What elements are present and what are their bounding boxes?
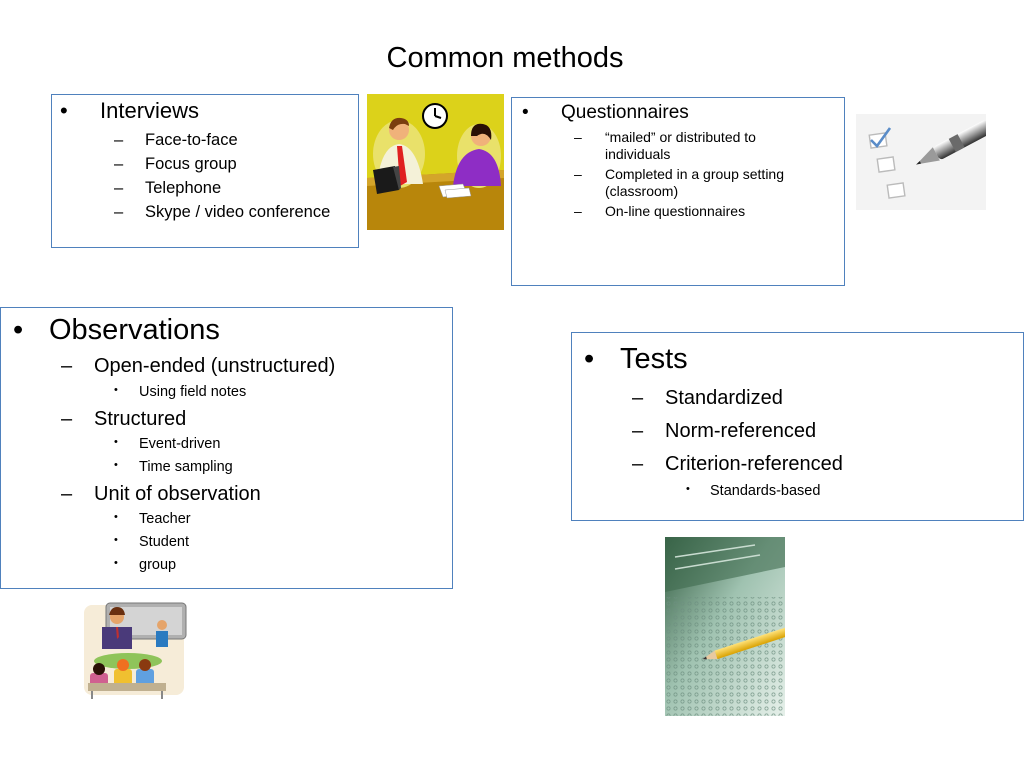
bullet-marker: • <box>60 98 68 123</box>
dash-marker: – <box>114 203 124 221</box>
interviews-item: Telephone <box>145 179 222 197</box>
tests-item: Criterion-referenced <box>665 453 843 475</box>
tests-item: Norm-referenced <box>665 420 817 442</box>
questionnaires-heading: Questionnaires <box>561 102 689 123</box>
interview-clipart <box>367 94 504 230</box>
tests-item: Standardized <box>665 387 783 409</box>
tests-heading: Tests <box>620 343 688 375</box>
tests-box: • Tests – Standardized – Norm-referenced… <box>571 332 1024 521</box>
bullet-marker: • <box>114 384 118 396</box>
bullet-marker: • <box>114 534 118 546</box>
dash-marker: – <box>114 155 124 173</box>
bullet-marker: • <box>13 314 24 346</box>
questionnaires-item: On-line questionnaires <box>605 203 746 219</box>
dash-marker: – <box>632 420 644 442</box>
questionnaires-item: Completed in a group setting <box>605 166 784 182</box>
observations-subitem: Teacher <box>139 511 191 527</box>
dash-marker: – <box>632 453 644 475</box>
observations-subitem: Time sampling <box>139 459 233 475</box>
observations-box: • Observations – Open-ended (unstructure… <box>0 307 453 589</box>
dash-marker: – <box>574 203 582 219</box>
questionnaires-box: • Questionnaires – “mailed” or distribut… <box>511 97 845 286</box>
interviews-item: Face-to-face <box>145 131 238 149</box>
bullet-marker: • <box>114 459 118 471</box>
dash-marker: – <box>61 408 73 430</box>
interviews-box: • Interviews – Face-to-face – Focus grou… <box>51 94 359 248</box>
bullet-marker: • <box>114 511 118 523</box>
bullet-marker: • <box>686 483 690 495</box>
observations-subitem: group <box>139 557 177 573</box>
questionnaires-item-cont: (classroom) <box>605 183 679 199</box>
bullet-marker: • <box>114 436 118 448</box>
observations-group: Open-ended (unstructured) <box>94 355 336 377</box>
interviews-item: Skype / video conference <box>145 203 331 221</box>
observations-heading: Observations <box>49 314 220 346</box>
interviews-heading: Interviews <box>100 98 200 123</box>
tests-subitem: Standards-based <box>710 483 821 499</box>
dash-marker: – <box>574 166 582 182</box>
observations-group: Structured <box>94 408 187 430</box>
checklist-pen-clipart <box>856 114 986 210</box>
bullet-marker: • <box>114 557 118 569</box>
dash-marker: – <box>114 131 124 149</box>
questionnaires-item-cont: individuals <box>605 146 671 162</box>
observations-subitem: Using field notes <box>139 384 247 400</box>
observations-subitem: Student <box>139 534 189 550</box>
slide-title: Common methods <box>386 42 624 74</box>
classroom-clipart <box>84 602 187 699</box>
interviews-item: Focus group <box>145 155 237 173</box>
observations-group: Unit of observation <box>94 483 261 505</box>
questionnaires-item: “mailed” or distributed to <box>605 129 756 145</box>
answer-sheet-photo <box>665 537 785 716</box>
dash-marker: – <box>61 483 73 505</box>
dash-marker: – <box>114 179 124 197</box>
observations-subitem: Event-driven <box>139 436 221 452</box>
bullet-marker: • <box>584 343 595 375</box>
dash-marker: – <box>574 129 582 145</box>
dash-marker: – <box>61 355 73 377</box>
dash-marker: – <box>632 387 644 409</box>
bullet-marker: • <box>522 102 529 123</box>
